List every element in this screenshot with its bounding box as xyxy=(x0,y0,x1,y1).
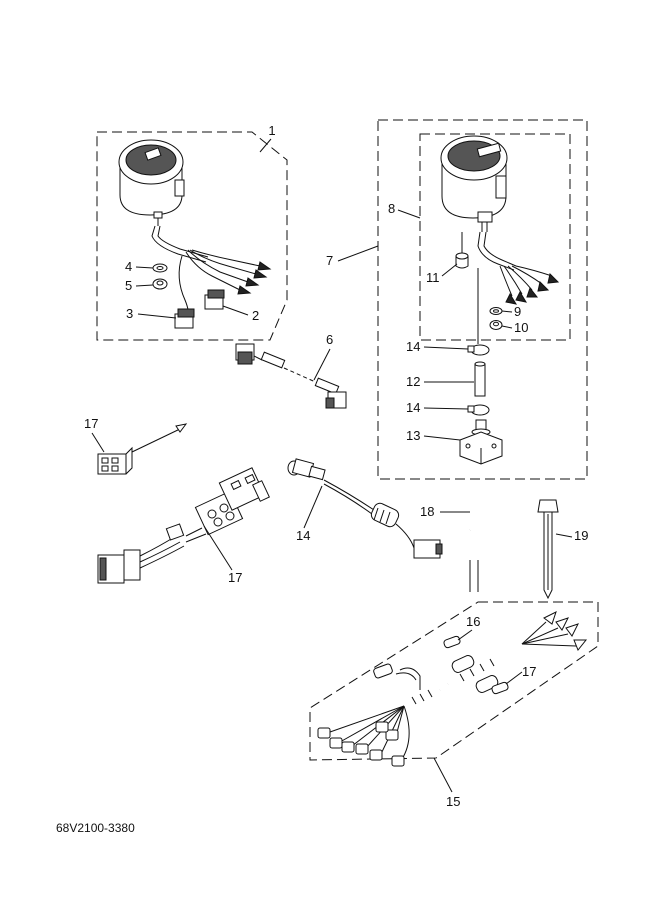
connector-3 xyxy=(174,308,195,329)
callout-9: 9 xyxy=(514,304,521,319)
callout-4: 4 xyxy=(125,259,132,274)
callout-20: 18 xyxy=(420,504,434,519)
assembly-16-outline xyxy=(309,601,599,761)
callout-7: 7 xyxy=(326,253,333,268)
tachometer-gauge xyxy=(118,139,185,226)
callout-8: 8 xyxy=(388,201,395,216)
tube-12 xyxy=(474,361,486,397)
callout-16: 15 xyxy=(446,794,460,809)
cap-11 xyxy=(455,232,469,269)
pressure-sender-13 xyxy=(459,419,503,465)
gauge-harness xyxy=(151,225,207,263)
callout-19: 17 xyxy=(228,570,242,585)
connector-18 xyxy=(97,446,133,475)
adapter-harness-19 xyxy=(97,467,270,584)
speedo-wire-leads xyxy=(499,265,560,305)
callout-13: 13 xyxy=(406,428,420,443)
callout-1: 1 xyxy=(268,123,275,138)
hose-20 xyxy=(467,480,504,592)
drawing-code: 68V2100-3380 xyxy=(56,821,135,835)
terminal-17-lower xyxy=(491,681,509,695)
callout-2: 2 xyxy=(252,308,259,323)
assembly-1-group xyxy=(96,131,288,341)
callout-6: 6 xyxy=(326,332,333,347)
hose-clamp-14-lower xyxy=(467,404,490,416)
assembly-8-outline xyxy=(419,133,571,341)
callout-3: 3 xyxy=(126,306,133,321)
callout-18: 17 xyxy=(84,416,98,431)
terminal-17-upper xyxy=(443,635,461,649)
callout-15: 14 xyxy=(296,528,310,543)
speedometer-gauge xyxy=(440,135,508,232)
callout-11: 11 xyxy=(426,270,440,285)
assembly-1-outline xyxy=(96,131,288,341)
extension-lead-6 xyxy=(235,343,347,409)
wire-leads xyxy=(178,249,272,321)
connector-2 xyxy=(204,289,225,310)
wiring-harness-16 xyxy=(317,611,588,767)
hose-clamp-14-upper xyxy=(467,344,490,356)
sensor-lead-15 xyxy=(287,458,443,559)
callout-12: 12 xyxy=(406,374,420,389)
callout-10: 10 xyxy=(514,320,528,335)
callout-14a: 14 xyxy=(406,339,420,354)
callout-17a: 16 xyxy=(466,614,480,629)
callout-14b: 14 xyxy=(406,400,420,415)
callout-21: 19 xyxy=(574,528,588,543)
callout-17b: 17 xyxy=(522,664,536,679)
cable-tie-21 xyxy=(537,499,559,600)
callout-5: 5 xyxy=(125,278,132,293)
